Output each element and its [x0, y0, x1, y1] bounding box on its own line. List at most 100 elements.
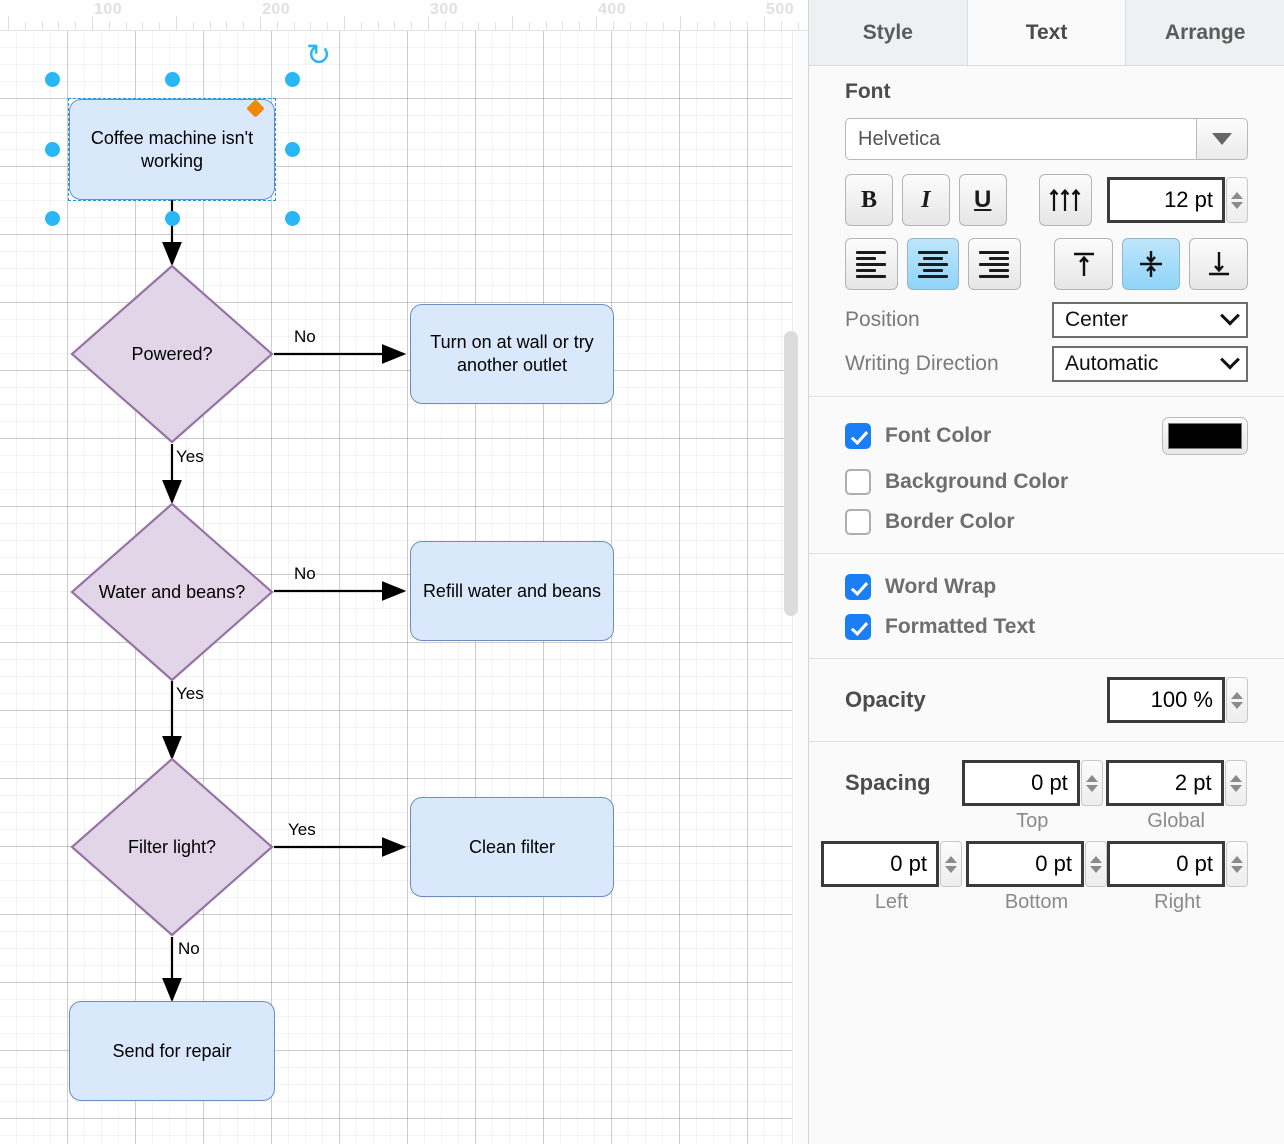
spacing-left-stepper[interactable]: 0 pt	[821, 841, 962, 887]
spinner-down-icon[interactable]	[1231, 866, 1243, 873]
font-color-swatch-button[interactable]	[1162, 417, 1248, 455]
font-family-dropdown-button[interactable]	[1196, 118, 1248, 160]
spacing-right-input[interactable]: 0 pt	[1107, 841, 1225, 887]
opacity-spinner[interactable]	[1226, 677, 1248, 723]
ruler-tick	[478, 22, 479, 30]
font-color-checkbox[interactable]	[845, 423, 871, 449]
spinner-down-icon[interactable]	[1231, 702, 1243, 709]
node-water-and-beans[interactable]: Water and beans?	[70, 502, 274, 682]
formatted-text-checkbox[interactable]	[845, 614, 871, 640]
font-color-row[interactable]: Font Color	[845, 417, 1248, 455]
ruler-tick	[579, 22, 580, 30]
opacity-stepper[interactable]: 100 %	[1107, 677, 1248, 723]
align-center-button[interactable]	[907, 238, 960, 290]
node-turn-on-outlet-label: Turn on at wall or try another outlet	[419, 331, 605, 376]
spacing-global-stepper[interactable]: 2 pt	[1106, 760, 1247, 806]
tab-style[interactable]: Style	[809, 0, 968, 65]
spinner-up-icon[interactable]	[1086, 775, 1098, 782]
spacing-bottom-spinner[interactable]	[1085, 841, 1107, 887]
edge-label-filter-no: No	[178, 939, 200, 959]
ruler-tick	[562, 22, 563, 30]
diagram-canvas-pane[interactable]: Coffee machine isn't working ↻ Powered? …	[0, 0, 808, 1144]
spacing-right-stepper[interactable]: 0 pt	[1107, 841, 1248, 887]
spinner-up-icon[interactable]	[945, 856, 957, 863]
node-refill-label: Refill water and beans	[423, 580, 601, 603]
spacing-top-group: 0 pt Top	[960, 760, 1104, 833]
ruler-tick	[529, 22, 530, 30]
ruler-tick	[176, 16, 177, 30]
resize-handle-se[interactable]	[285, 211, 300, 226]
node-send-for-repair[interactable]: Send for repair	[69, 1001, 275, 1101]
background-color-row[interactable]: Background Color	[845, 469, 1248, 495]
spinner-up-icon[interactable]	[1231, 692, 1243, 699]
underline-button[interactable]: U	[959, 174, 1007, 226]
tab-text[interactable]: Text	[968, 0, 1127, 65]
resize-handle-ne[interactable]	[285, 72, 300, 87]
position-select[interactable]: Center	[1052, 302, 1248, 338]
formatted-text-row[interactable]: Formatted Text	[845, 614, 1248, 640]
rotate-icon[interactable]: ↻	[306, 41, 331, 71]
spacing-bottom-input[interactable]: 0 pt	[966, 841, 1084, 887]
writing-direction-select[interactable]: Automatic	[1052, 346, 1248, 382]
horizontal-ruler[interactable]: 100200300400500	[0, 0, 808, 31]
word-wrap-row[interactable]: Word Wrap	[845, 574, 1248, 600]
spinner-up-icon[interactable]	[1090, 856, 1102, 863]
spacing-left-input[interactable]: 0 pt	[821, 841, 939, 887]
spacing-top-stepper[interactable]: 0 pt	[962, 760, 1103, 806]
writing-direction-value: Automatic	[1065, 352, 1158, 376]
spinner-down-icon[interactable]	[1231, 202, 1243, 209]
spinner-down-icon[interactable]	[1090, 866, 1102, 873]
spinner-up-icon[interactable]	[1231, 192, 1243, 199]
font-size-spinner[interactable]	[1226, 177, 1248, 223]
resize-handle-s[interactable]	[165, 211, 180, 226]
tab-arrange[interactable]: Arrange	[1126, 0, 1284, 65]
spacing-top-spinner[interactable]	[1081, 760, 1103, 806]
spinner-down-icon[interactable]	[1086, 785, 1098, 792]
valign-top-button[interactable]	[1054, 238, 1113, 290]
resize-handle-n[interactable]	[165, 72, 180, 87]
bold-button[interactable]: B	[845, 174, 893, 226]
chevron-down-icon	[1220, 306, 1240, 326]
font-size-input[interactable]: 12 pt	[1107, 177, 1225, 223]
spacing-global-input[interactable]: 2 pt	[1106, 760, 1224, 806]
spacing-top-input[interactable]: 0 pt	[962, 760, 1080, 806]
align-right-button[interactable]	[968, 238, 1021, 290]
resize-handle-nw[interactable]	[45, 72, 60, 87]
font-size-stepper[interactable]: 12 pt	[1107, 177, 1248, 223]
node-start[interactable]: Coffee machine isn't working	[69, 99, 275, 200]
border-color-row[interactable]: Border Color	[845, 509, 1248, 535]
node-filter-light[interactable]: Filter light?	[70, 757, 274, 937]
ruler-tick	[310, 22, 311, 30]
scrollbar-thumb[interactable]	[784, 331, 798, 616]
valign-bottom-button[interactable]	[1189, 238, 1248, 290]
border-color-checkbox[interactable]	[845, 509, 871, 535]
spacing-left-spinner[interactable]	[940, 841, 962, 887]
word-wrap-checkbox[interactable]	[845, 574, 871, 600]
resize-handle-e[interactable]	[285, 142, 300, 157]
spacing-bottom-group: 0 pt Bottom	[966, 841, 1107, 914]
opacity-input[interactable]: 100 %	[1107, 677, 1225, 723]
align-left-button[interactable]	[845, 238, 898, 290]
node-turn-on-outlet[interactable]: Turn on at wall or try another outlet	[410, 304, 614, 404]
italic-button[interactable]: I	[902, 174, 950, 226]
spacing-right-spinner[interactable]	[1226, 841, 1248, 887]
position-label: Position	[845, 308, 1052, 332]
node-clean-filter-label: Clean filter	[469, 836, 555, 859]
font-family-input[interactable]: Helvetica	[845, 118, 1196, 160]
spinner-up-icon[interactable]	[1231, 856, 1243, 863]
background-color-checkbox[interactable]	[845, 469, 871, 495]
font-section: Font Helvetica B I U	[809, 66, 1284, 397]
line-height-button[interactable]	[1039, 174, 1092, 226]
resize-handle-sw[interactable]	[45, 211, 60, 226]
spinner-up-icon[interactable]	[1230, 775, 1242, 782]
spacing-bottom-stepper[interactable]: 0 pt	[966, 841, 1107, 887]
node-refill[interactable]: Refill water and beans	[410, 541, 614, 641]
resize-handle-w[interactable]	[45, 142, 60, 157]
valign-middle-button[interactable]	[1122, 238, 1181, 290]
spinner-down-icon[interactable]	[945, 866, 957, 873]
node-powered[interactable]: Powered?	[70, 264, 274, 444]
spinner-down-icon[interactable]	[1230, 785, 1242, 792]
node-clean-filter[interactable]: Clean filter	[410, 797, 614, 897]
canvas-vertical-scrollbar[interactable]	[784, 31, 798, 1144]
spacing-global-spinner[interactable]	[1225, 760, 1247, 806]
